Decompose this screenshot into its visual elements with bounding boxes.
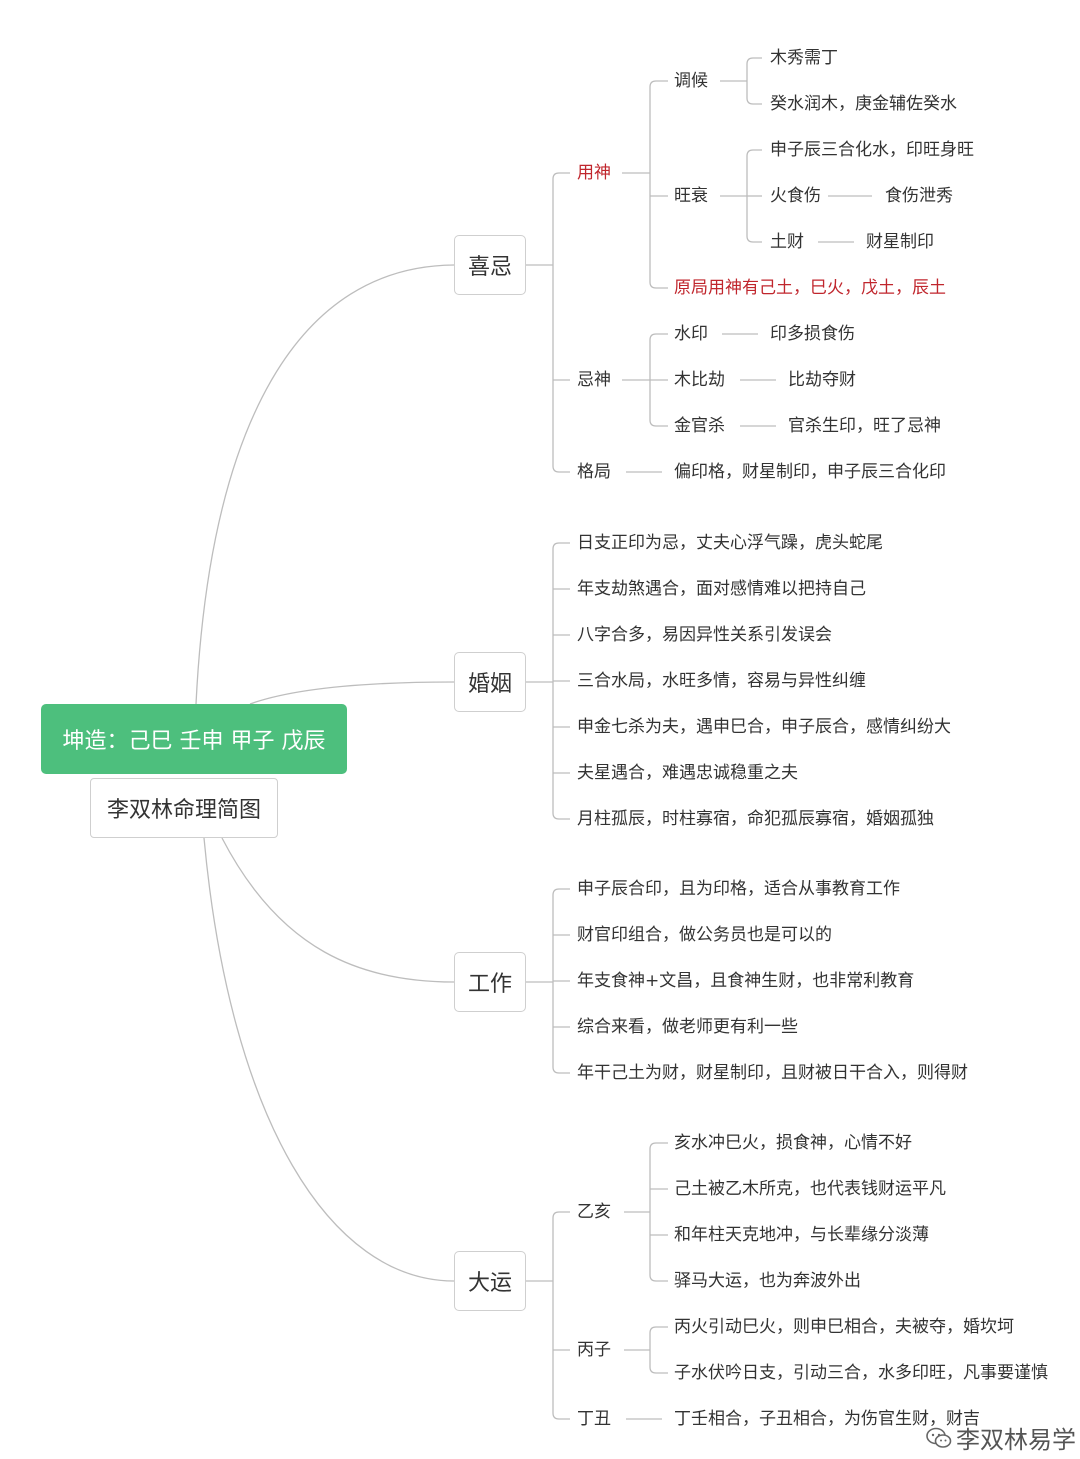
branch-hunyin[interactable]: 婚姻 xyxy=(454,652,526,712)
connector-line-1 xyxy=(249,681,455,705)
leaf-yihai-2: 己土被乙木所克，也代表钱财运平凡 xyxy=(674,1179,946,1199)
connector-line-48 xyxy=(552,1066,570,1074)
leaf-jishen-3: 金官杀 xyxy=(674,416,725,436)
connector-line-44 xyxy=(552,888,570,896)
connector-line-5 xyxy=(552,172,570,180)
connector-line-53 xyxy=(552,1412,570,1420)
connector-line-2 xyxy=(221,837,455,983)
leaf-gongzuo-3: 年支食神+文昌，且食神生财，也非常利教育 xyxy=(577,971,915,991)
root-subtitle-box: 李双林命理简图 xyxy=(90,778,278,838)
leaf-jishen-1: 水印 xyxy=(674,324,708,344)
connector-line-62 xyxy=(649,1326,668,1334)
node-yuanju: 原局用神有己土，巳火，戊土，辰土 xyxy=(674,278,946,298)
connector-line-56 xyxy=(649,1142,668,1150)
node-bingzi[interactable]: 丙子 xyxy=(577,1340,611,1360)
connector-line-7 xyxy=(552,465,570,473)
leaf-tiaohou-2: 癸水润木，庚金辅佐癸水 xyxy=(770,94,957,114)
leaf-hunyin-5: 申金七杀为夫，遇申巳合，申子辰合，感情纠纷大 xyxy=(577,717,951,737)
connector-line-21 xyxy=(746,235,762,243)
connector-line-0 xyxy=(195,264,455,705)
node-geju[interactable]: 格局 xyxy=(577,462,611,482)
connector-line-28 xyxy=(649,419,668,427)
leaf-yihai-3: 和年柱天克地冲，与长辈缘分淡薄 xyxy=(674,1225,929,1245)
branch-xiji-label: 喜忌 xyxy=(467,255,512,280)
leaf-hunyin-6: 夫星遇合，难遇忠诚稳重之夫 xyxy=(577,763,798,783)
node-tiaohou[interactable]: 调候 xyxy=(674,71,708,91)
branch-dayun-label: 大运 xyxy=(467,1271,512,1296)
wechat-icon xyxy=(926,1427,952,1448)
leaf-wangshuai-3-note: 财星制印 xyxy=(866,232,934,252)
leaf-hunyin-1: 日支正印为忌，丈夫心浮气躁，虎头蛇尾 xyxy=(577,533,883,553)
leaf-geju-note: 偏印格，财星制印，申子辰三合化印 xyxy=(674,462,946,482)
node-yongshen[interactable]: 用神 xyxy=(577,163,611,183)
branch-xiji[interactable]: 喜忌 xyxy=(454,235,526,295)
connector-line-63 xyxy=(649,1366,668,1374)
watermark: 李双林易学 xyxy=(926,1420,1076,1455)
branch-hunyin-label: 婚姻 xyxy=(467,672,512,697)
watermark-text: 李双林易学 xyxy=(956,1426,1076,1454)
leaf-gongzuo-2: 财官印组合，做公务员也是可以的 xyxy=(577,925,832,945)
leaf-wangshuai-2-note: 食伤泄秀 xyxy=(885,186,953,206)
leaf-hunyin-3: 八字合多，易因异性关系引发误会 xyxy=(577,625,832,645)
connector-line-15 xyxy=(746,57,762,65)
leaf-wangshuai-1: 申子辰三合化水，印旺身旺 xyxy=(770,140,974,160)
leaf-yihai-4: 驿马大运，也为奔波外出 xyxy=(674,1271,861,1291)
leaf-hunyin-2: 年支劫煞遇合，面对感情难以把持自己 xyxy=(577,579,866,599)
connector-line-16 xyxy=(746,97,762,105)
leaf-dingchou-note: 丁壬相合，子丑相合，为伤官生财，财吉 xyxy=(674,1409,980,1429)
node-wangshuai[interactable]: 旺衰 xyxy=(674,186,708,206)
connector-line-41 xyxy=(552,812,570,820)
leaf-yihai-1: 亥水冲巳火，损食神，心情不好 xyxy=(674,1133,912,1153)
leaf-jishen-2-note: 比劫夺财 xyxy=(788,370,856,390)
connector-line-26 xyxy=(649,333,668,341)
node-dingchou[interactable]: 丁丑 xyxy=(577,1409,611,1429)
leaf-wangshuai-3: 土财 xyxy=(770,232,804,252)
root-subtitle: 李双林命理简图 xyxy=(106,798,261,823)
root-title: 坤造：己巳 壬申 甲子 戊辰 xyxy=(62,729,326,754)
leaf-jishen-2: 木比劫 xyxy=(674,370,725,390)
node-jishen[interactable]: 忌神 xyxy=(577,370,611,390)
branch-gongzuo-label: 工作 xyxy=(467,972,512,997)
leaf-gongzuo-4: 综合来看，做老师更有利一些 xyxy=(577,1017,798,1037)
connector-line-19 xyxy=(746,149,762,157)
connector-line-59 xyxy=(649,1274,668,1282)
node-yihai[interactable]: 乙亥 xyxy=(577,1202,611,1222)
connector-line-35 xyxy=(552,542,570,550)
connector-line-3 xyxy=(203,837,455,1282)
leaf-wangshuai-2: 火食伤 xyxy=(770,186,821,206)
connector-line-12 xyxy=(649,281,668,289)
leaf-hunyin-4: 三合水局，水旺多情，容易与异性纠缠 xyxy=(577,671,866,691)
root-node[interactable]: 坤造：己巳 壬申 甲子 戊辰 xyxy=(41,704,347,774)
leaf-tiaohou-1: 木秀需丁 xyxy=(770,48,838,68)
leaf-jishen-3-note: 官杀生印，旺了忌神 xyxy=(788,416,941,436)
connector-line-10 xyxy=(649,80,668,88)
leaf-bingzi-2: 子水伏吟日支，引动三合，水多印旺，凡事要谨慎 xyxy=(674,1363,1048,1383)
branch-dayun[interactable]: 大运 xyxy=(454,1251,526,1311)
leaf-gongzuo-5: 年干己土为财，财星制印，且财被日干合入，则得财 xyxy=(577,1063,968,1083)
leaf-hunyin-7: 月柱孤辰，时柱寡宿，命犯孤辰寡宿，婚姻孤独 xyxy=(577,809,934,829)
branch-gongzuo[interactable]: 工作 xyxy=(454,952,526,1012)
leaf-bingzi-1: 丙火引动巳火，则申巳相合，夫被夺，婚坎坷 xyxy=(674,1317,1014,1337)
leaf-jishen-1-note: 印多损食伤 xyxy=(770,324,855,344)
connector-line-51 xyxy=(552,1211,570,1219)
leaf-gongzuo-1: 申子辰合印，且为印格，适合从事教育工作 xyxy=(577,879,900,899)
